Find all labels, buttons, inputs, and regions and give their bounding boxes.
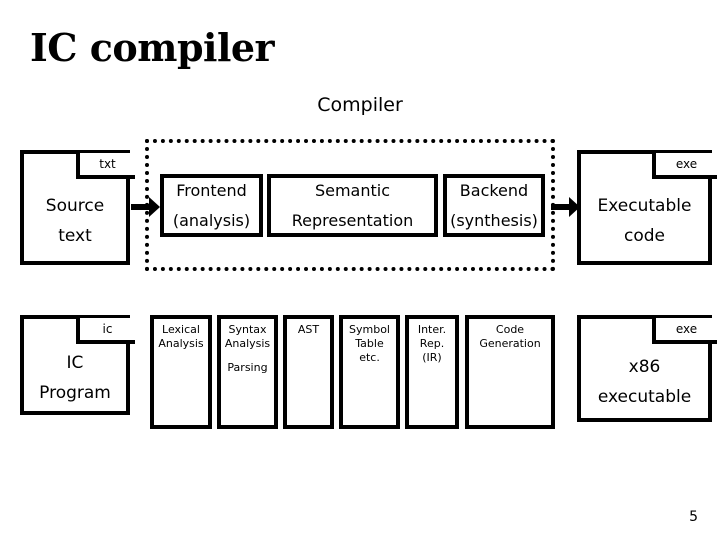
phase-syntax-analysis-line-1: Syntax [228,323,267,336]
phase-symbol-table-line-1: Symbol [349,323,390,336]
source-text-document: txt Source text [20,150,135,265]
x86-executable-line-1: x86 [628,356,661,377]
phase-ast-line-1: AST [297,323,320,336]
phase-symbol-table-line-3: etc. [359,351,380,364]
ic-program-line-2: Program [39,383,111,403]
stage-backend-line-2: (synthesis) [450,210,538,230]
executable-code-extension-label: exe [675,157,698,171]
phase-ast: AST [283,315,334,429]
page-number: 5 [689,509,698,525]
phase-syntax-analysis-line-2: Analysis [224,337,271,350]
ic-program-extension-tab: ic [76,318,135,344]
source-text-label: Source text [24,180,126,261]
phase-code-generation-line-1: Code [495,323,525,336]
stage-frontend-line-2: (analysis) [172,210,251,230]
phase-symbol-table: Symbol Table etc. [339,315,400,429]
source-text-extension-tab: txt [76,153,135,179]
source-text-line-1: Source [45,195,105,216]
stage-semantic-representation: Semantic Representation [267,174,438,237]
arrow-backend-to-executable [551,197,580,217]
x86-executable-extension-label: exe [675,322,698,336]
page-title: IC compiler [30,25,275,70]
x86-executable-line-2: executable [597,386,692,407]
phase-syntax-analysis: Syntax Analysis Parsing [217,315,278,429]
stage-semantic-line-1: Semantic [314,180,391,200]
phase-ir-line-2: Rep. [419,337,445,350]
stage-frontend: Frontend (analysis) [160,174,263,237]
diagram-title: Compiler [317,94,403,116]
phase-code-generation-line-2: Generation [479,337,541,350]
x86-executable-document: exe x86 executable [577,315,717,422]
phase-symbol-table-line-2: Table [355,337,384,350]
phase-lexical-analysis-line-1: Lexical [162,323,200,336]
stage-backend: Backend (synthesis) [443,174,545,237]
stage-frontend-line-1: Frontend [176,180,247,200]
stage-semantic-line-2: Representation [291,210,414,230]
stage-backend-line-1: Backend [459,180,529,200]
phase-ir-line-1: Inter. [417,323,447,336]
phase-lexical-analysis: Lexical Analysis [150,315,212,429]
source-text-extension-label: txt [99,157,116,171]
phase-intermediate-representation: Inter. Rep. (IR) [405,315,459,429]
executable-code-line-1: Executable [597,195,692,216]
executable-code-line-2: code [624,225,665,246]
arrow-source-to-frontend [131,197,160,217]
executable-code-extension-tab: exe [652,153,717,179]
phase-lexical-analysis-line-2: Analysis [158,337,204,350]
source-text-line-2: text [58,225,92,246]
x86-executable-extension-tab: exe [652,318,717,344]
executable-code-label: Executable code [581,180,708,261]
phase-ir-line-3: (IR) [422,351,442,364]
ic-program-line-1: IC [66,353,84,373]
ic-program-extension-label: ic [102,322,113,336]
phase-code-generation: Code Generation [465,315,555,429]
ic-program-label: IC Program [24,345,126,411]
phase-syntax-analysis-extra-1: Parsing [227,361,268,374]
executable-code-document: exe Executable code [577,150,717,265]
x86-executable-label: x86 executable [581,345,708,418]
ic-program-document: ic IC Program [20,315,135,415]
